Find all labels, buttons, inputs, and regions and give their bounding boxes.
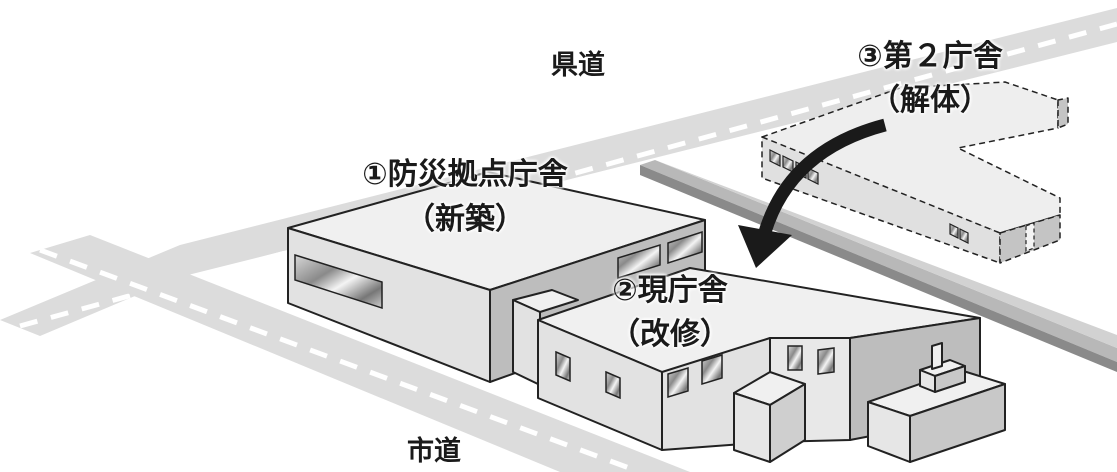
city-road [30, 235, 690, 472]
disaster-base-status: （新築） [405, 202, 525, 237]
disaster-base-name: ①防災拠点庁舎 [362, 157, 568, 192]
relocation-arrow [738, 118, 887, 268]
current-hall-status: （改修） [610, 317, 730, 352]
current-hall-windows [555, 345, 835, 400]
current-hall-building [537, 267, 1006, 463]
second-hall-status: （解体） [870, 83, 990, 118]
prefectural-road [0, 8, 1117, 336]
current-hall-name: ②現庁舎 [612, 273, 728, 308]
disaster-base-windows [294, 230, 703, 310]
second-hall-name: ③第２庁舎 [857, 39, 1003, 74]
city-road-label: 市道 [407, 436, 461, 467]
prefectural-road-label: 県道 [551, 50, 605, 81]
